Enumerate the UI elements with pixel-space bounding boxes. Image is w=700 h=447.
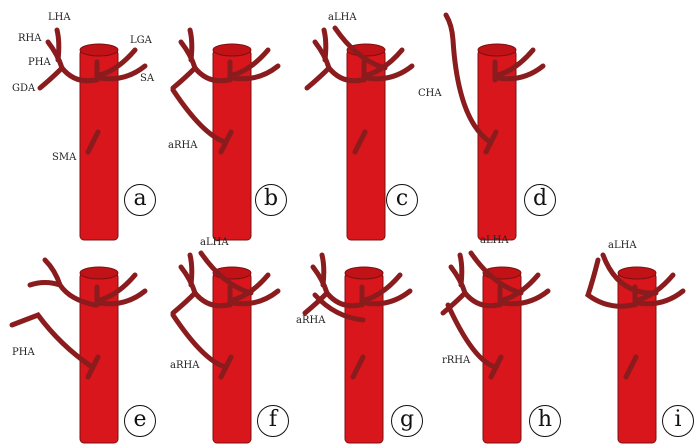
- label-arha: aRHA: [296, 315, 326, 326]
- panel-h: [443, 250, 548, 444]
- label-sma: SMA: [52, 152, 77, 163]
- label-lha: LHA: [48, 12, 71, 23]
- label-pha: PHA: [12, 347, 35, 358]
- panel-label-h: h: [529, 405, 561, 437]
- label-cha: CHA: [418, 88, 442, 99]
- label-alha: aLHA: [608, 240, 637, 251]
- panel-label-i: i: [662, 405, 694, 437]
- panel-e: [9, 257, 145, 444]
- panel-d: [443, 12, 543, 241]
- label-pha: PHA: [28, 57, 51, 68]
- panel-label-e: e: [124, 405, 156, 437]
- label-alha: aLHA: [200, 237, 229, 248]
- label-alha: aLHA: [328, 12, 357, 23]
- label-arha: aRHA: [168, 140, 198, 151]
- label-rrha: rRHA: [442, 355, 471, 366]
- panel-g: [305, 255, 410, 444]
- label-gda: GDA: [12, 83, 36, 94]
- panel-a: [40, 30, 145, 241]
- panel-label-g: g: [391, 405, 423, 437]
- panel-label-b: b: [255, 184, 287, 216]
- panel-i: [585, 252, 683, 444]
- label-arha: aRHA: [170, 360, 200, 371]
- label-sa: SA: [140, 73, 155, 84]
- panel-label-d: d: [524, 184, 556, 216]
- label-alha: aLHA: [480, 235, 509, 246]
- panel-label-a: a: [124, 184, 156, 216]
- label-rha: RHA: [18, 33, 42, 44]
- label-lga: LGA: [130, 35, 152, 46]
- panel-f: [170, 250, 278, 444]
- panel-label-c: c: [386, 184, 418, 216]
- panel-c: [307, 25, 412, 241]
- panel-b: [170, 30, 278, 241]
- panel-label-f: f: [257, 405, 289, 437]
